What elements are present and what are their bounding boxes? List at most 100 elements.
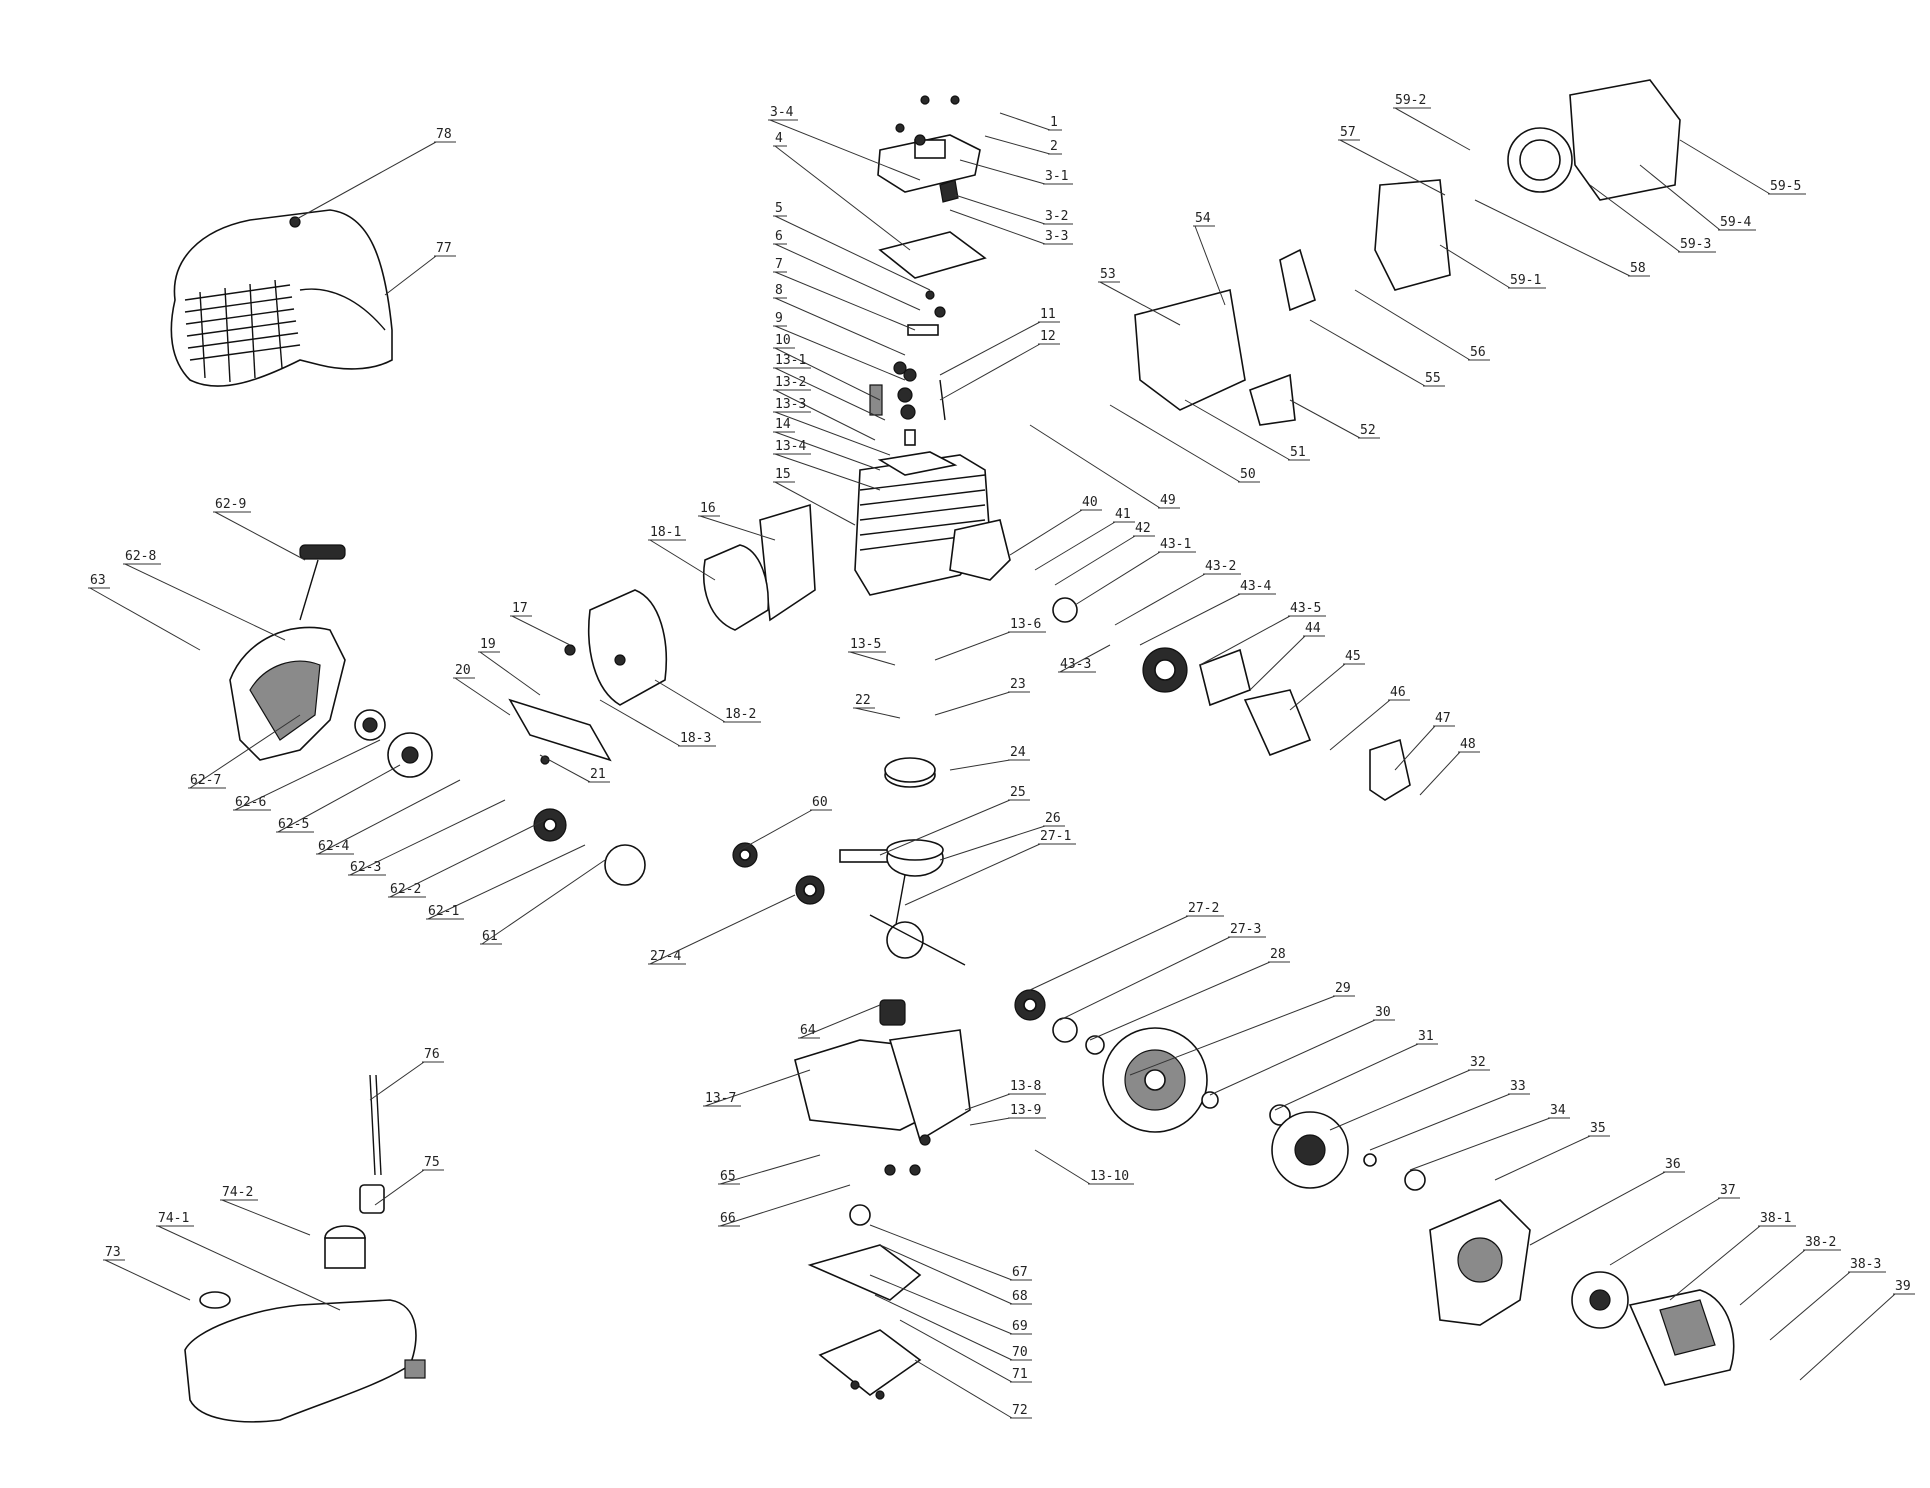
leader-line (1474, 199, 1631, 277)
leader-line (1309, 319, 1426, 387)
callout-43-5: 43-5 (1199, 601, 1326, 666)
leader-line (774, 453, 881, 491)
part-number-label: 45 (1345, 649, 1361, 664)
part-number-label: 20 (455, 663, 471, 678)
part-number-label: 13-1 (775, 353, 806, 368)
callout-3-2: 3-2 (954, 194, 1073, 225)
callout-32: 32 (1329, 1055, 1490, 1131)
leader-line (157, 1225, 341, 1311)
leader-line (1329, 699, 1391, 751)
muffler (587, 503, 816, 706)
leader-line (1139, 593, 1241, 646)
callout-50: 50 (1109, 404, 1260, 483)
callout-62-2: 62-2 (388, 819, 546, 898)
callout-20: 20 (453, 663, 511, 716)
leader-line (964, 1093, 1011, 1111)
leader-line (454, 677, 511, 716)
leader-line (999, 112, 1051, 131)
part-number-label: 58 (1630, 261, 1646, 276)
callout-36: 36 (1529, 1157, 1685, 1246)
leader-line (949, 759, 1011, 771)
callout-59-3: 59-3 (1589, 184, 1716, 253)
callout-12: 12 (939, 329, 1060, 401)
leader-line (1249, 635, 1306, 691)
heat-shield (508, 644, 612, 765)
leader-line (854, 707, 901, 719)
callout-13-5: 13-5 (848, 637, 896, 666)
engine-cover (170, 209, 393, 387)
leader-line (1289, 399, 1361, 439)
part-number-label: 51 (1290, 445, 1306, 460)
part-number-label: 3-4 (770, 105, 794, 120)
leader-line (649, 539, 716, 581)
cylinder-block (854, 451, 1011, 596)
leader-line (1029, 915, 1189, 991)
part-number-label: 18-3 (680, 731, 711, 746)
valve-train-parts (869, 290, 946, 446)
callout-6: 6 (773, 229, 921, 311)
leader-line (704, 1069, 811, 1107)
leader-line (1529, 1171, 1666, 1246)
callout-76: 76 (369, 1047, 444, 1101)
leader-line (1639, 164, 1721, 231)
part-number-label: 13-7 (705, 1091, 736, 1106)
part-number-label: 68 (1012, 1289, 1028, 1304)
callout-65: 65 (718, 1154, 821, 1185)
part-number-label: 74-1 (158, 1211, 189, 1226)
callout-62-8: 62-8 (123, 549, 286, 641)
leader-line (1609, 1197, 1721, 1266)
callout-29: 29 (1129, 981, 1355, 1076)
leader-line (1009, 509, 1083, 556)
recoil-starter (229, 544, 646, 886)
leader-line (1059, 644, 1111, 673)
leader-line (481, 859, 606, 945)
part-number-label: 38-2 (1805, 1235, 1836, 1250)
part-number-label: 53 (1100, 267, 1116, 282)
leader-line (89, 587, 201, 651)
callout-54: 54 (1193, 211, 1226, 306)
leader-line (1274, 1043, 1419, 1111)
leader-line (1589, 184, 1681, 253)
part-number-label: 40 (1082, 495, 1098, 510)
part-number-label: 33 (1510, 1079, 1526, 1094)
part-number-label: 5 (775, 201, 783, 216)
callout-47: 47 (1394, 711, 1455, 771)
leader-line (1089, 961, 1271, 1041)
callout-23: 23 (934, 677, 1030, 716)
callout-48: 48 (1419, 737, 1480, 796)
leader-line (849, 651, 896, 666)
callout-78: 78 (294, 127, 456, 221)
leader-line (1099, 281, 1181, 326)
callout-57: 57 (1338, 125, 1446, 196)
callout-4: 4 (773, 131, 911, 251)
part-number-label: 63 (90, 573, 106, 588)
part-number-label: 35 (1590, 1121, 1606, 1136)
leader-line (774, 481, 856, 526)
part-number-label: 36 (1665, 1157, 1681, 1172)
leader-line (599, 699, 681, 747)
callout-18-1: 18-1 (648, 525, 716, 581)
callout-5: 5 (773, 201, 931, 291)
callout-62-3: 62-3 (348, 799, 506, 876)
callout-69: 69 (869, 1274, 1032, 1335)
callout-55: 55 (1309, 319, 1445, 387)
callout-72: 72 (914, 1359, 1032, 1419)
callout-13-10: 13-10 (1034, 1149, 1134, 1185)
leader-line (904, 843, 1041, 906)
callout-26: 26 (939, 811, 1065, 861)
part-number-label: 29 (1335, 981, 1351, 996)
part-number-label: 41 (1115, 507, 1131, 522)
callout-16: 16 (698, 501, 776, 541)
part-number-label: 18-1 (650, 525, 681, 540)
callout-77: 77 (384, 241, 456, 296)
part-number-label: 62-3 (350, 860, 381, 875)
leader-line (1494, 1135, 1591, 1181)
part-number-label: 3-2 (1045, 209, 1068, 224)
callout-71: 71 (899, 1319, 1032, 1383)
callout-13-3: 13-3 (773, 397, 891, 456)
part-number-label: 22 (855, 693, 871, 708)
part-number-label: 9 (775, 311, 783, 326)
part-number-label: 23 (1010, 677, 1026, 692)
leader-line (914, 1359, 1013, 1419)
